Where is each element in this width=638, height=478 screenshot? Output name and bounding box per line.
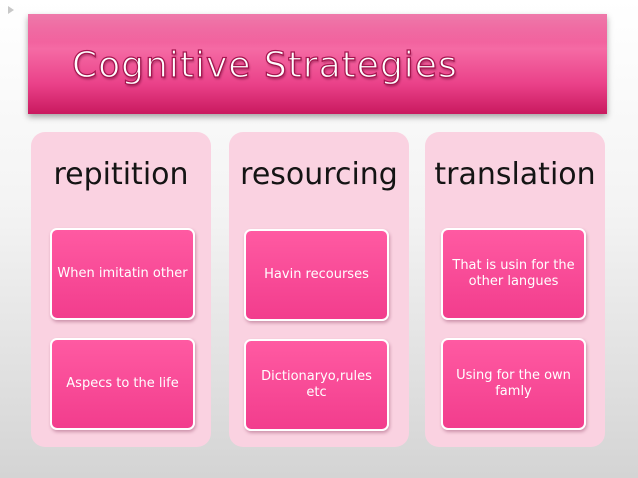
title-banner: Cognitive Strategies: [28, 14, 607, 114]
column-header: translation: [434, 157, 596, 192]
column-repitition: repitition When imitatin other Aspecs to…: [31, 132, 211, 447]
column-header: repitition: [53, 157, 189, 192]
slide-arrow-icon: [8, 6, 14, 14]
title-banner-glow: [28, 14, 607, 42]
column-translation: translation That is usin for the other l…: [425, 132, 605, 447]
card-item: That is usin for the other langues: [441, 228, 586, 320]
column-header: resourcing: [240, 157, 398, 192]
slide-title: Cognitive Strategies: [71, 44, 458, 86]
card-item: When imitatin other: [50, 228, 195, 320]
card-item: Aspecs to the life: [50, 338, 195, 430]
column-resourcing: resourcing Havin recourses Dictionaryo,r…: [229, 132, 409, 447]
card-item: Using for the own famly: [441, 338, 586, 430]
card-item: Dictionaryo,rules etc: [244, 339, 389, 431]
card-item: Havin recourses: [244, 229, 389, 321]
